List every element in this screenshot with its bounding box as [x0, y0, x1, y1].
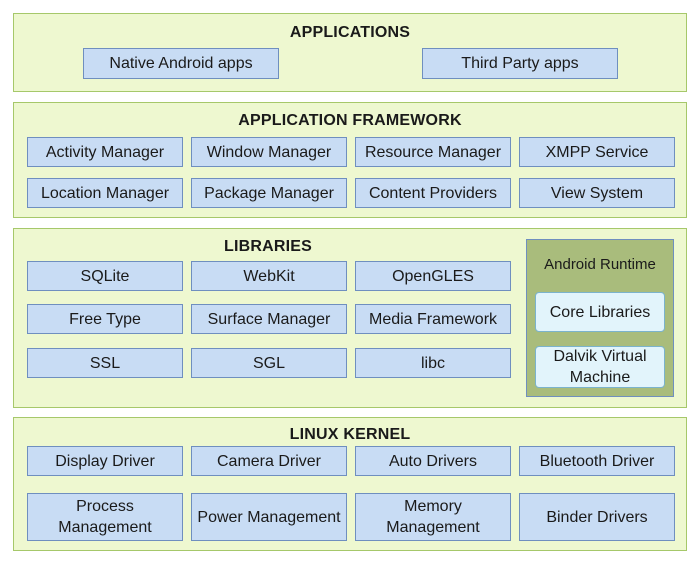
- resource-manager-box: Resource Manager: [355, 137, 511, 167]
- libc-box: libc: [355, 348, 511, 378]
- process-management-box: Process Management: [27, 493, 183, 541]
- activity-manager-box: Activity Manager: [27, 137, 183, 167]
- dalvik-virtual-machine-box: Dalvik Virtual Machine: [535, 346, 665, 388]
- core-libraries-box: Core Libraries: [535, 292, 665, 332]
- application-framework-layer: APPLICATION FRAMEWORK Activity Manager W…: [13, 102, 687, 218]
- window-manager-box: Window Manager: [191, 137, 347, 167]
- media-framework-box: Media Framework: [355, 304, 511, 334]
- display-driver-box: Display Driver: [27, 446, 183, 476]
- camera-driver-box: Camera Driver: [191, 446, 347, 476]
- view-system-box: View System: [519, 178, 675, 208]
- opengles-box: OpenGLES: [355, 261, 511, 291]
- power-management-box: Power Management: [191, 493, 347, 541]
- memory-management-box: Memory Management: [355, 493, 511, 541]
- content-providers-box: Content Providers: [355, 178, 511, 208]
- auto-drivers-box: Auto Drivers: [355, 446, 511, 476]
- android-runtime-panel: Android Runtime Core Libraries Dalvik Vi…: [526, 239, 674, 397]
- free-type-box: Free Type: [27, 304, 183, 334]
- ssl-box: SSL: [27, 348, 183, 378]
- binder-drivers-box: Binder Drivers: [519, 493, 675, 541]
- native-android-apps-box: Native Android apps: [83, 48, 279, 79]
- surface-manager-box: Surface Manager: [191, 304, 347, 334]
- libraries-layer: LIBRARIES SQLite WebKit OpenGLES Free Ty…: [13, 228, 687, 408]
- linux-kernel-layer: LINUX KERNEL Display Driver Camera Drive…: [13, 417, 687, 551]
- applications-title: APPLICATIONS: [289, 24, 411, 41]
- xmpp-service-box: XMPP Service: [519, 137, 675, 167]
- bluetooth-driver-box: Bluetooth Driver: [519, 446, 675, 476]
- webkit-box: WebKit: [191, 261, 347, 291]
- location-manager-box: Location Manager: [27, 178, 183, 208]
- libraries-title: LIBRARIES: [223, 238, 313, 255]
- sqlite-box: SQLite: [27, 261, 183, 291]
- sgl-box: SGL: [191, 348, 347, 378]
- package-manager-box: Package Manager: [191, 178, 347, 208]
- third-party-apps-box: Third Party apps: [422, 48, 618, 79]
- application-framework-title: APPLICATION FRAMEWORK: [238, 112, 462, 129]
- applications-layer: APPLICATIONS Native Android apps Third P…: [13, 13, 687, 92]
- linux-kernel-title: LINUX KERNEL: [289, 426, 411, 443]
- android-runtime-title: Android Runtime: [544, 256, 656, 273]
